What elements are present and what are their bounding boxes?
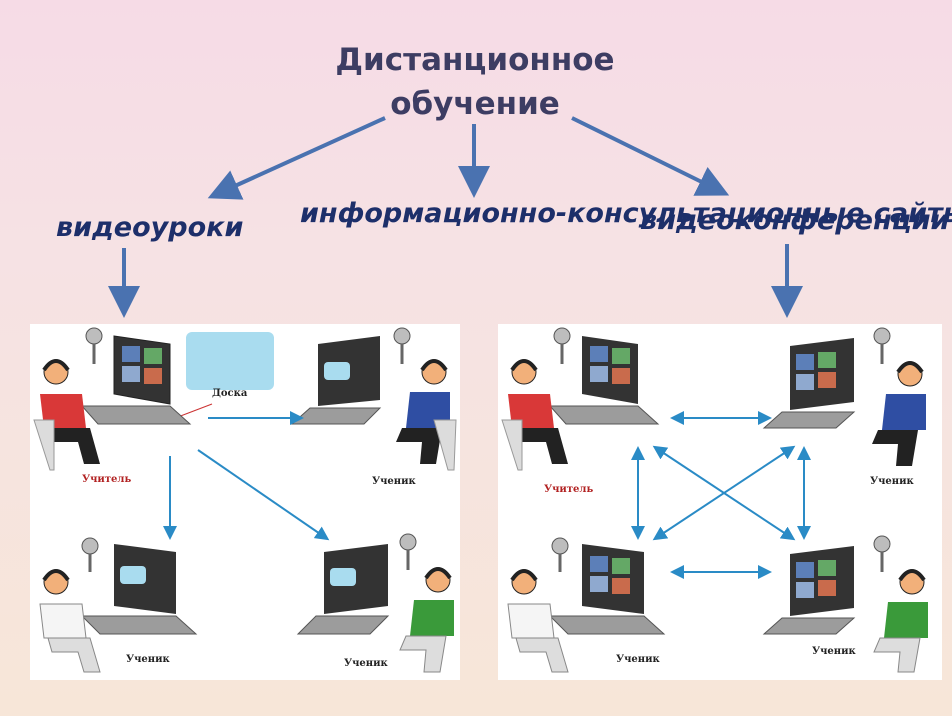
student-2-workstation: [39, 537, 198, 673]
board-label: Доска: [212, 388, 248, 399]
arrow-to-video-lessons: [207, 116, 386, 200]
branch-video-conferences: видеоконференции: [640, 205, 950, 236]
video-lessons-scene: [33, 327, 457, 673]
conf-student-3-workstation: [762, 535, 928, 673]
student-3-workstation: [296, 533, 454, 673]
conf-student-label-2: Ученик: [616, 654, 660, 665]
student-1-workstation: [290, 327, 457, 471]
conf-student-1-workstation: [762, 327, 926, 466]
diagram-title: Дистанционное обучение: [335, 42, 615, 122]
arrow-teacher-to-student-3: [197, 449, 330, 541]
video-lessons-panel: Доска Учитель Ученик Ученик Ученик: [30, 324, 460, 680]
branch-video-lessons: видеоуроки: [56, 212, 244, 243]
conf-teacher-workstation: [501, 327, 660, 471]
video-conferences-panel: Учитель Ученик Ученик Ученик: [498, 324, 942, 680]
student-label-2: Ученик: [126, 654, 170, 665]
arrow-diagonal-up: [652, 445, 796, 541]
student-label-1: Ученик: [372, 476, 416, 487]
video-conferences-scene: [501, 327, 928, 673]
arrow-to-video-conferences: [571, 116, 730, 196]
conf-student-2-workstation: [507, 537, 666, 673]
conf-teacher-label: Учитель: [544, 484, 594, 495]
teacher-label: Учитель: [82, 474, 132, 485]
board-screen: [186, 332, 274, 390]
conf-student-label-1: Ученик: [870, 476, 914, 487]
conf-student-label-3: Ученик: [812, 646, 856, 657]
teacher-workstation: [33, 327, 192, 471]
student-label-3: Ученик: [344, 658, 388, 669]
